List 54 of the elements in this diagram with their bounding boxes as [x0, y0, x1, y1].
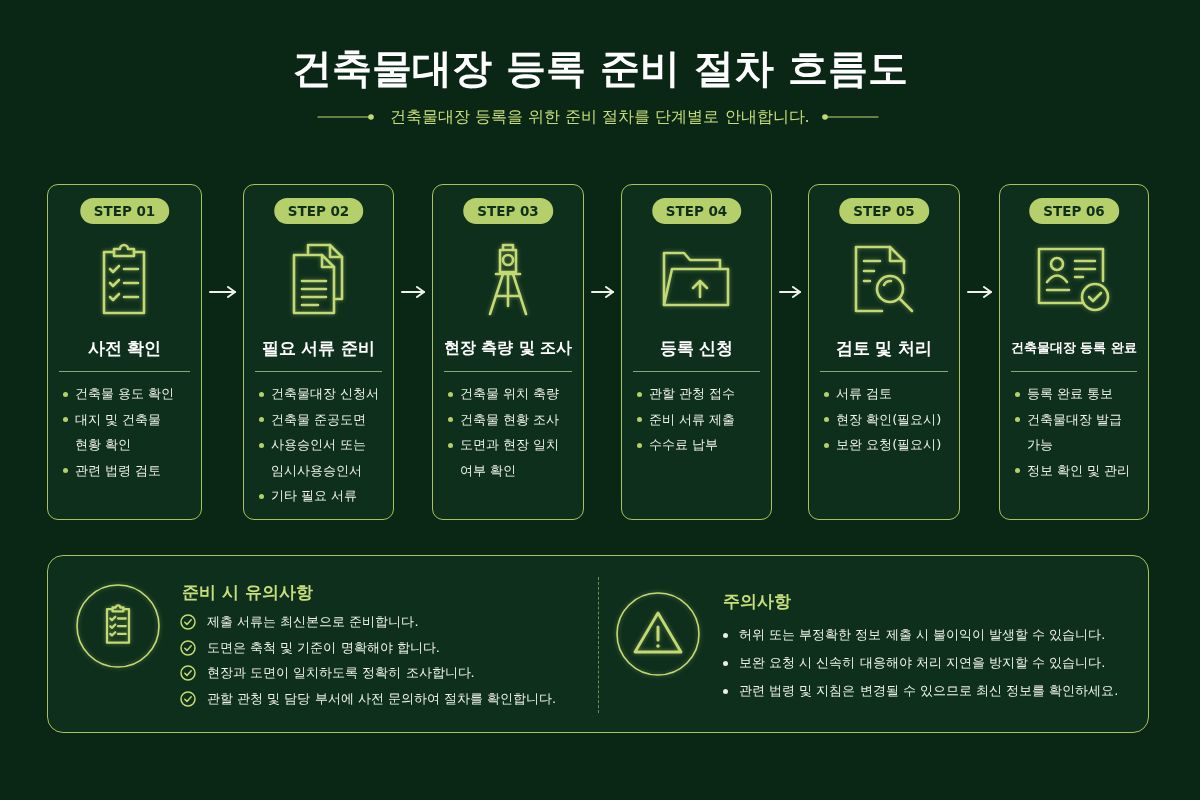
list-item: 정보 확인 및 관리	[1027, 461, 1131, 480]
step-title: 검토 및 처리	[835, 337, 933, 360]
list-item: 사용승인서 또는 임시사용승인서	[271, 436, 368, 480]
step-title: 사전 확인	[87, 337, 162, 360]
note-text: 허위 또는 부정확한 정보 제출 시 불이익이 발생할 수 있습니다.	[739, 626, 1106, 644]
list-item: 보완 요청(필요시)	[836, 436, 942, 455]
step-card	[47, 184, 202, 520]
step-card	[432, 184, 584, 520]
step-card	[621, 184, 772, 520]
note-text: 도면은 축척 및 기준이 명확해야 합니다.	[207, 638, 440, 657]
step-badge: STEP 01	[79, 198, 170, 224]
step-title: 현장 측량 및 조사	[443, 337, 573, 359]
note-text: 현장과 도면이 일치하도록 정확히 조사합니다.	[207, 664, 475, 683]
list-item: 건축물 위치 축량	[460, 385, 560, 403]
step-card	[808, 184, 960, 520]
list-item: 관련 법령 검토	[75, 461, 162, 480]
arrow	[401, 286, 425, 298]
step-card	[999, 184, 1149, 520]
step-card	[243, 184, 394, 520]
step-badge: STEP 06	[1029, 198, 1119, 224]
list-item: 건축물대장 발급 가능	[1027, 410, 1124, 455]
subtitle: 건축물대장 등록을 위한 준비 절차를 단계별로 안내합니다.	[390, 106, 810, 128]
list-item: 기타 필요 서류	[271, 487, 358, 506]
step-title: 등록 신청	[659, 337, 734, 360]
notes-panel	[47, 555, 1149, 733]
step-title: 건축물대장 등록 완료	[1010, 339, 1138, 357]
list-item: 현장 확인(필요시)	[836, 410, 942, 429]
step-badge: STEP 05	[839, 198, 929, 224]
step-title: 필요 서류 준비	[261, 337, 376, 360]
note-text: 보완 요청 시 신속히 대응해야 처리 지연을 방지할 수 있습니다.	[739, 654, 1106, 672]
arrow	[967, 286, 992, 298]
list-item: 도면과 현장 일치 여부 확인	[460, 436, 561, 480]
list-item: 수수료 납부	[649, 436, 719, 455]
arrow	[591, 286, 614, 298]
list-item: 건축물 현황 조사	[460, 410, 560, 429]
arrow	[209, 286, 236, 298]
arrow	[779, 286, 801, 298]
note-text: 관련 법령 및 지침은 변경될 수 있으므로 최신 정보를 확인하세요.	[739, 682, 1119, 700]
list-item: 등록 완료 통보	[1027, 385, 1114, 403]
step-badge: STEP 03	[463, 198, 553, 224]
note-text: 관할 관청 및 담당 부서에 사전 문의하여 절차를 확인합니다.	[207, 690, 557, 709]
list-item: 준비 서류 제출	[649, 410, 736, 429]
list-item: 건축물대장 신청서	[271, 385, 380, 403]
step-badge: STEP 04	[651, 198, 742, 224]
section-heading: 주의사항	[723, 590, 791, 613]
list-item: 관할 관청 접수	[649, 385, 736, 403]
note-text: 제출 서류는 최신본으로 준비합니다.	[207, 613, 419, 631]
step-badge: STEP 02	[273, 198, 364, 224]
list-item: 건축물 용도 확인	[75, 385, 175, 403]
list-item: 서류 검토	[836, 385, 893, 403]
list-item: 대지 및 건축물 현황 확인	[75, 410, 163, 455]
section-heading: 준비 시 유의사항	[182, 581, 313, 604]
title: 건축물대장 등록 준비 절차 흐름도	[292, 44, 908, 93]
list-item: 건축물 준공도면	[271, 410, 367, 429]
